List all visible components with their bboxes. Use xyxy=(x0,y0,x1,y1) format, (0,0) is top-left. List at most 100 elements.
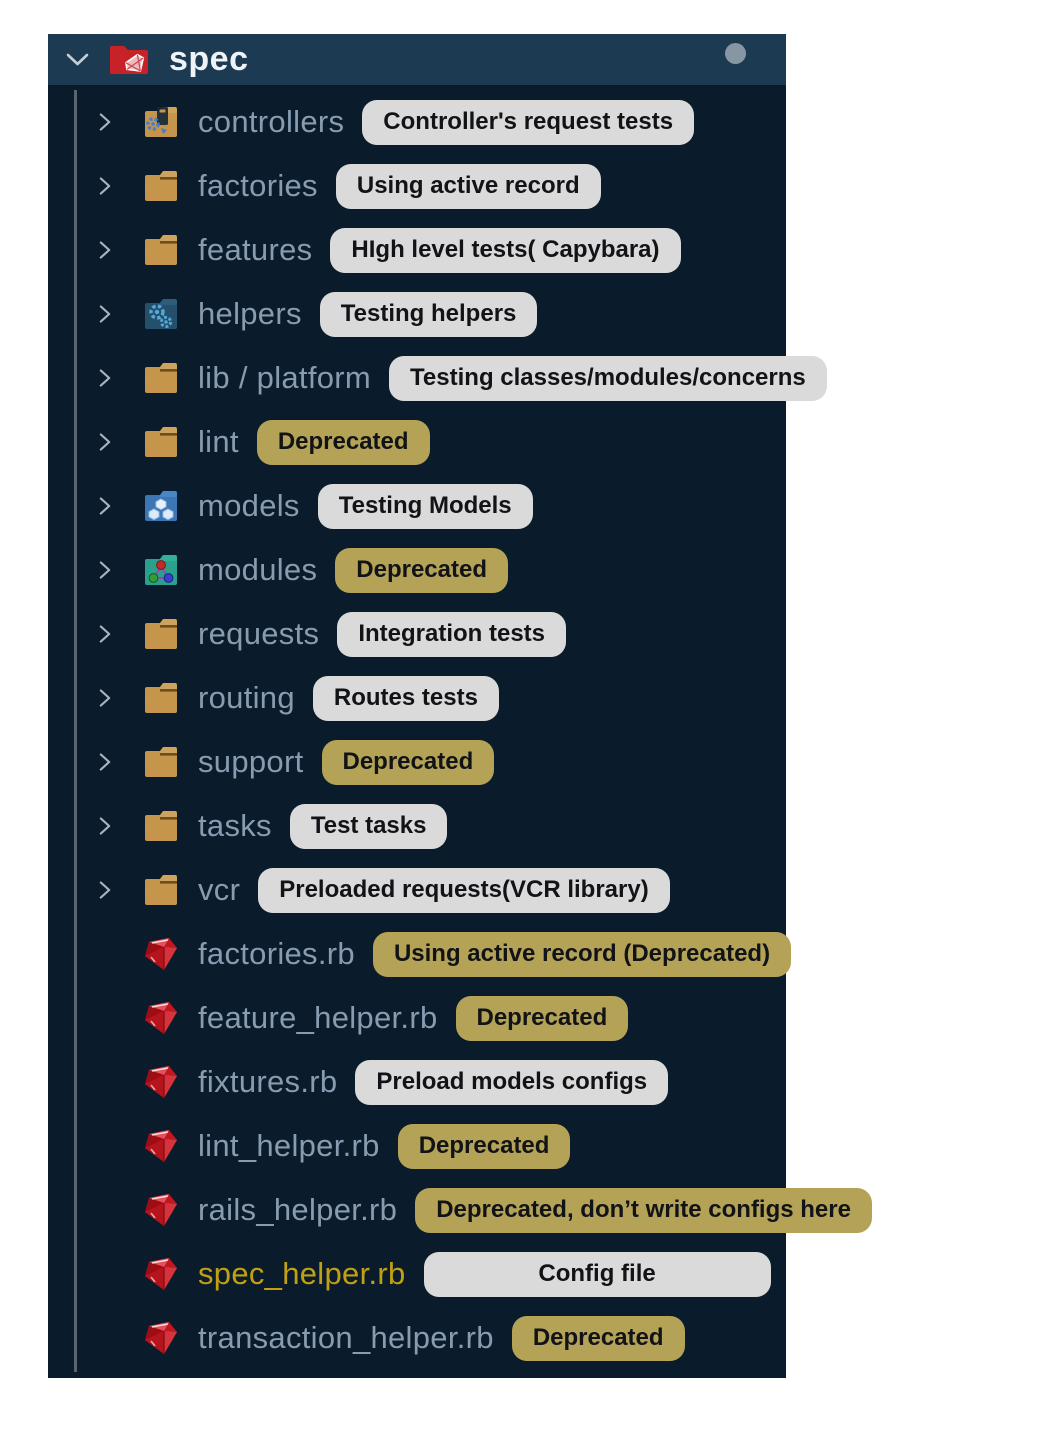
chevron-down-icon[interactable] xyxy=(64,46,91,73)
chevron-right-icon[interactable] xyxy=(95,301,115,327)
annotation-badge: Deprecated xyxy=(397,1123,571,1169)
tree-item-features[interactable]: features HIgh level tests( Capybara) xyxy=(48,218,786,282)
ruby-icon xyxy=(141,1317,181,1359)
annotation-badge: Test tasks xyxy=(289,803,448,849)
tree-item-transaction-helper.rb[interactable]: transaction_helper.rb Deprecated xyxy=(48,1306,786,1370)
tree-item-support[interactable]: support Deprecated xyxy=(48,730,786,794)
chevron-right-icon[interactable] xyxy=(95,365,115,391)
chevron-right-icon[interactable] xyxy=(95,429,115,455)
item-name: modules xyxy=(198,552,318,587)
tree-item-rails-helper.rb[interactable]: rails_helper.rb Deprecated, don’t write … xyxy=(48,1178,872,1242)
annotation-badge: Config file xyxy=(423,1251,771,1297)
annotation-badge: Deprecated xyxy=(511,1315,685,1361)
chevron-right-icon[interactable] xyxy=(95,621,115,647)
tree-item-fixtures.rb[interactable]: fixtures.rb Preload models configs xyxy=(48,1050,786,1114)
rspec-folder-icon xyxy=(107,40,153,80)
annotation-badge: Using active record (Deprecated) xyxy=(372,931,792,977)
ruby-icon-glyph xyxy=(145,938,177,970)
item-name: fixtures.rb xyxy=(198,1064,338,1099)
item-name: feature_helper.rb xyxy=(198,1000,438,1035)
controllers-folder-icon-glyph xyxy=(145,107,177,137)
item-name: lib / platform xyxy=(198,360,372,395)
item-name: spec_helper.rb xyxy=(198,1256,406,1291)
folder-icon xyxy=(141,677,181,719)
ruby-icon-glyph xyxy=(145,1130,177,1162)
item-name: support xyxy=(198,744,304,779)
chevron-right-icon[interactable] xyxy=(95,173,115,199)
tree-item-factories[interactable]: factories Using active record xyxy=(48,154,786,218)
ruby-icon-glyph xyxy=(145,1322,177,1354)
annotation-badge: Testing helpers xyxy=(319,291,538,337)
tree-item-models[interactable]: models Testing Models xyxy=(48,474,786,538)
tree-item-routing[interactable]: routing Routes tests xyxy=(48,666,786,730)
folder-icon xyxy=(141,805,181,847)
ruby-icon xyxy=(141,933,181,975)
ruby-icon-glyph xyxy=(145,1002,177,1034)
tree-item-requests[interactable]: requests Integration tests xyxy=(48,602,786,666)
chevron-right-icon[interactable] xyxy=(95,109,115,135)
item-name: models xyxy=(198,488,300,523)
tree-item-controllers[interactable]: controllers Controller's request tests xyxy=(48,90,786,154)
tree-item-helpers[interactable]: helpers Testing helpers xyxy=(48,282,786,346)
helpers-folder-icon xyxy=(141,293,181,335)
folder-icon-glyph xyxy=(145,171,177,201)
annotation-badge: Integration tests xyxy=(337,611,567,657)
tree-item-vcr[interactable]: vcr Preloaded requests(VCR library) xyxy=(48,858,786,922)
tree-item-lint[interactable]: lint Deprecated xyxy=(48,410,786,474)
folder-icon xyxy=(141,357,181,399)
rspec-folder-icon-glyph xyxy=(110,45,148,74)
indent-guide-line xyxy=(74,90,77,1372)
tree-item-lib-platform[interactable]: lib / platform Testing classes/modules/c… xyxy=(48,346,827,410)
folder-icon xyxy=(141,869,181,911)
folder-icon-glyph xyxy=(145,427,177,457)
chevron-right-icon[interactable] xyxy=(95,237,115,263)
modules-folder-icon-glyph xyxy=(145,555,177,585)
ruby-icon-glyph xyxy=(145,1194,177,1226)
item-name: factories.rb xyxy=(198,936,355,971)
chevron-right-icon[interactable] xyxy=(95,813,115,839)
chevron-right-icon[interactable] xyxy=(95,877,115,903)
folder-icon-glyph xyxy=(145,811,177,841)
annotation-badge: Testing Models xyxy=(317,483,533,529)
annotation-badge: Preloaded requests(VCR library) xyxy=(258,867,670,913)
folder-icon-glyph xyxy=(145,875,177,905)
chevron-right-icon[interactable] xyxy=(95,493,115,519)
folder-icon xyxy=(141,741,181,783)
folder-icon-glyph xyxy=(145,747,177,777)
item-name: tasks xyxy=(198,808,272,843)
folder-icon xyxy=(141,229,181,271)
file-explorer-panel: spec controllers Controller's request te… xyxy=(48,34,872,1378)
item-name: requests xyxy=(198,616,320,651)
chevron-right-icon[interactable] xyxy=(95,749,115,775)
folder-icon-glyph xyxy=(145,363,177,393)
folder-icon xyxy=(141,165,181,207)
spec-folder-header[interactable]: spec xyxy=(48,34,786,85)
status-dot xyxy=(725,43,746,64)
annotation-badge: Deprecated xyxy=(455,995,629,1041)
tree-item-factories.rb[interactable]: factories.rb Using active record (Deprec… xyxy=(48,922,792,986)
ruby-icon xyxy=(141,1125,181,1167)
item-name: vcr xyxy=(198,872,241,907)
tree-item-tasks[interactable]: tasks Test tasks xyxy=(48,794,786,858)
tree-item-lint-helper.rb[interactable]: lint_helper.rb Deprecated xyxy=(48,1114,786,1178)
chevron-right-icon[interactable] xyxy=(95,685,115,711)
chevron-right-icon[interactable] xyxy=(95,557,115,583)
ruby-icon xyxy=(141,1253,181,1295)
folder-icon-glyph xyxy=(145,619,177,649)
ruby-icon-glyph xyxy=(145,1066,177,1098)
item-name: lint xyxy=(198,424,239,459)
tree-item-spec-helper.rb[interactable]: spec_helper.rb Config file xyxy=(48,1242,786,1306)
annotation-badge: Deprecated, don’t write configs here xyxy=(415,1187,872,1233)
annotation-badge: Deprecated xyxy=(321,739,495,785)
ruby-icon xyxy=(141,997,181,1039)
controllers-folder-icon xyxy=(141,101,181,143)
item-name: factories xyxy=(198,168,318,203)
tree-item-modules[interactable]: modules Deprecated xyxy=(48,538,786,602)
tree-item-feature-helper.rb[interactable]: feature_helper.rb Deprecated xyxy=(48,986,786,1050)
annotation-badge: Deprecated xyxy=(335,547,509,593)
item-name: rails_helper.rb xyxy=(198,1192,398,1227)
annotation-badge: Deprecated xyxy=(256,419,430,465)
models-folder-icon xyxy=(141,485,181,527)
folder-icon-glyph xyxy=(145,235,177,265)
item-name: controllers xyxy=(198,104,345,139)
